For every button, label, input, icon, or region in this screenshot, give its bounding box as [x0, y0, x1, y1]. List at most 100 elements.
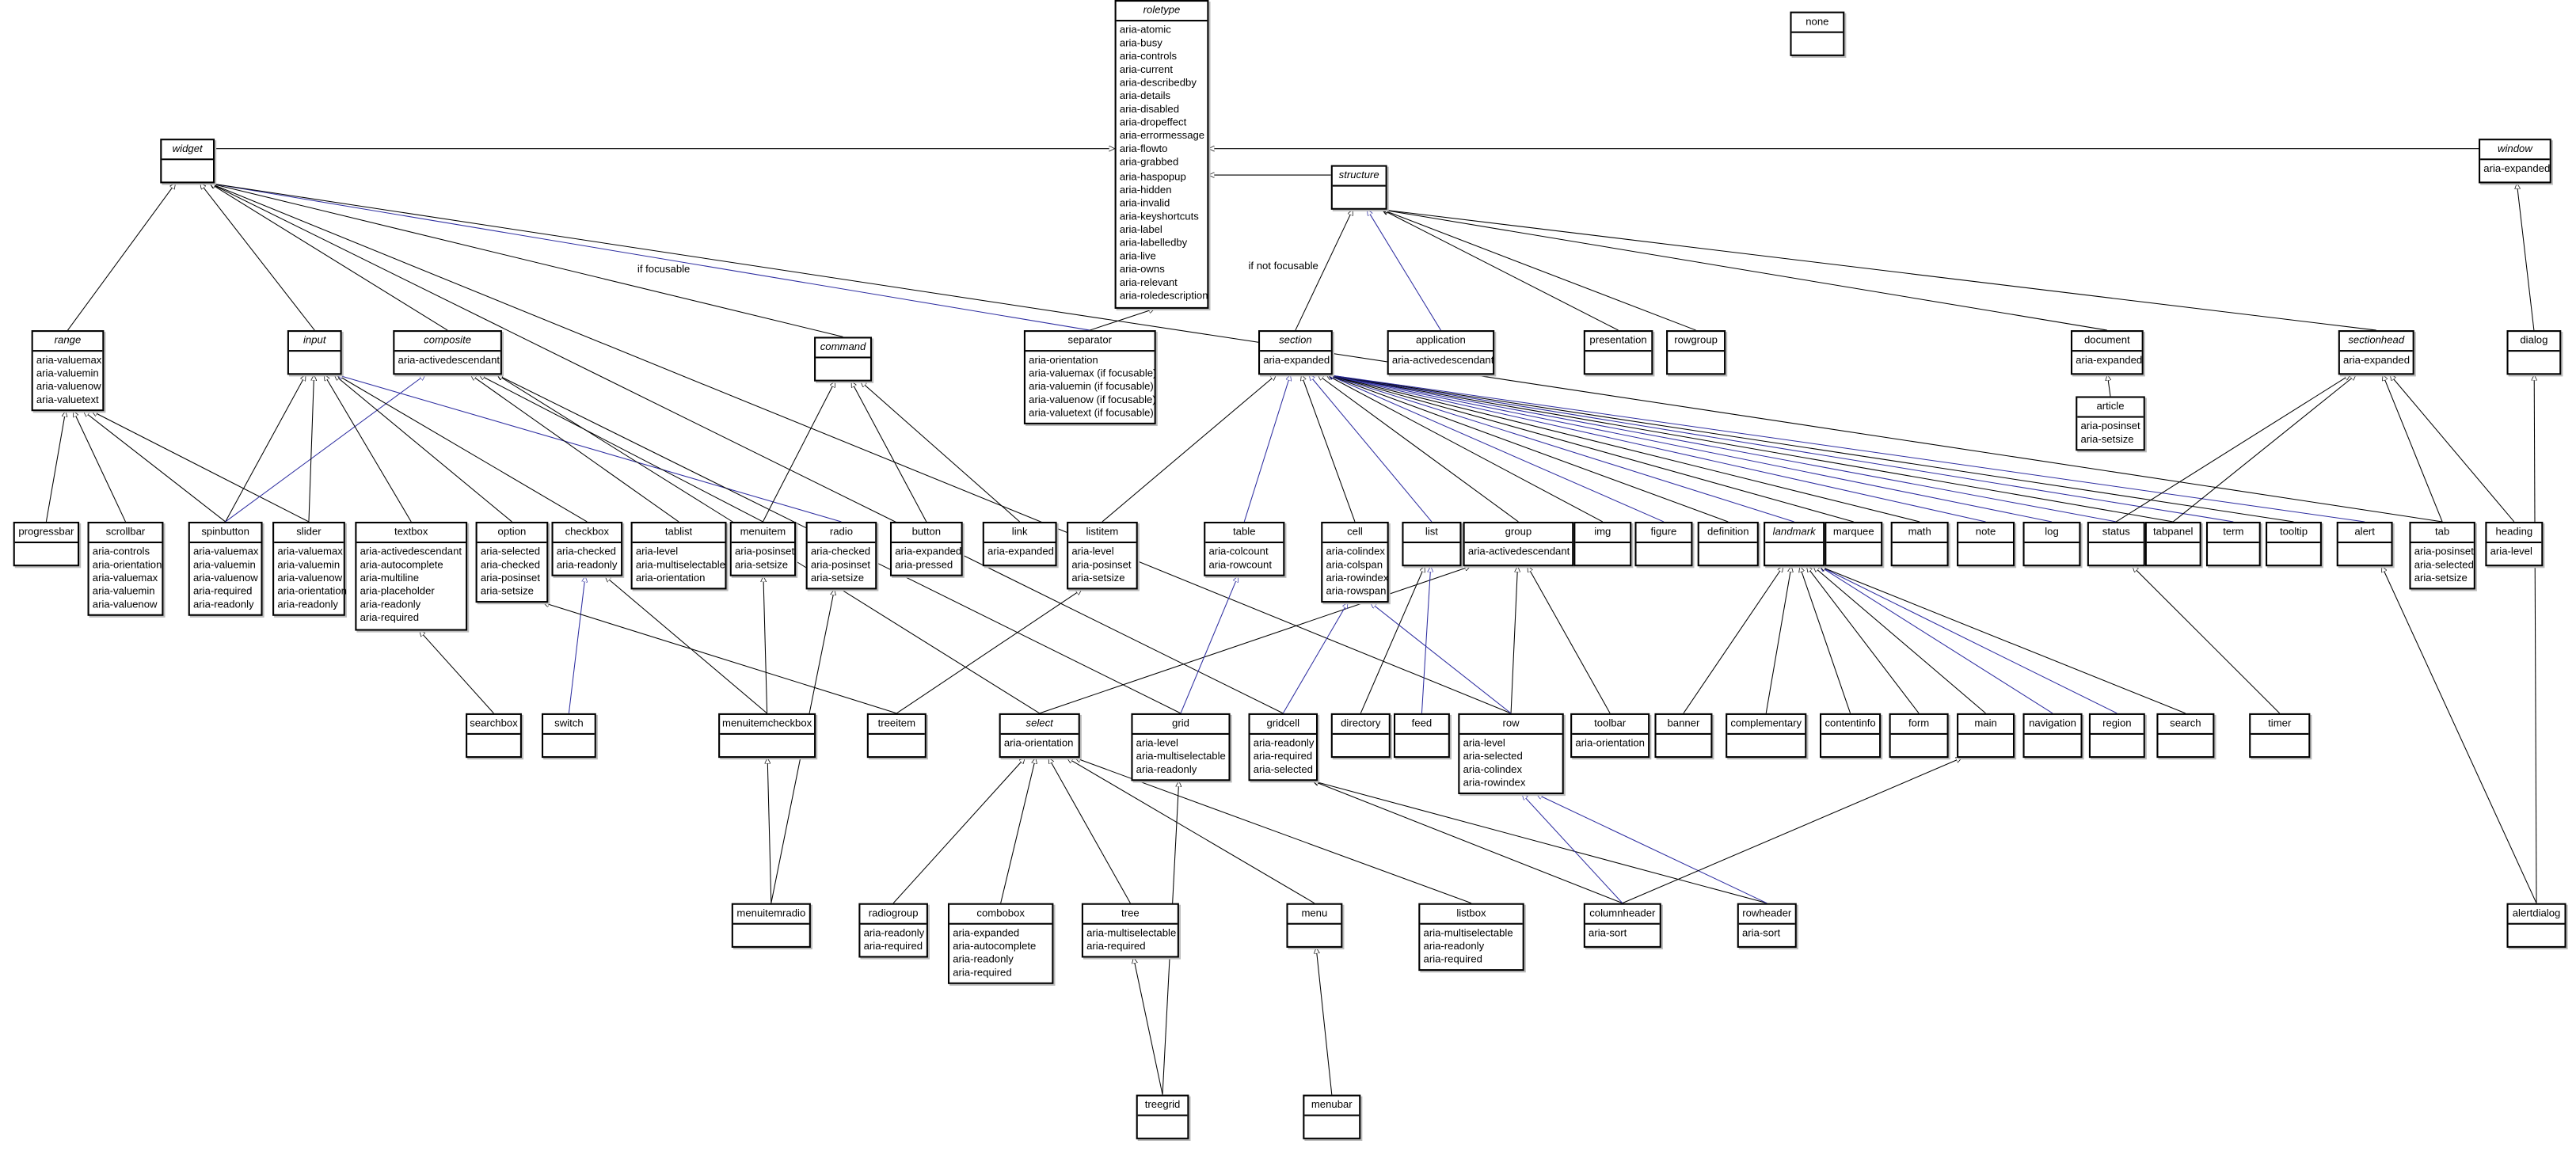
- role-attribute: aria-readonly: [277, 599, 338, 611]
- role-box-directory: directory: [1330, 713, 1391, 759]
- role-attribute: aria-posinset: [734, 546, 795, 557]
- role-attribute: aria-valuemin: [277, 559, 341, 571]
- role-box-menu: menu: [1286, 903, 1343, 948]
- generalization-edge-note-to-section: [1328, 375, 1986, 523]
- role-attribute: aria-valuetext (if focusable): [1029, 407, 1154, 420]
- generalization-edge-alertdialog-to-dialog: [2534, 375, 2536, 903]
- role-attribute: aria-expanded: [2343, 354, 2410, 366]
- role-attributes: [1891, 735, 1947, 756]
- generalization-edge-contentinfo-to-landmark: [1800, 566, 1851, 714]
- role-name: tabpanel: [2146, 523, 2200, 544]
- role-attributes: [1826, 543, 1881, 565]
- generalization-edge-marquee-to-section: [1328, 375, 1854, 523]
- generalization-edge-listbox-to-select: [1075, 758, 1472, 904]
- role-box-progressbar: progressbar: [13, 521, 80, 567]
- generalization-edge-menuitemcheckbox-to-checkbox: [605, 576, 767, 714]
- role-box-landmark: landmark: [1764, 521, 1825, 567]
- role-attribute: aria-hidden: [1119, 184, 1172, 196]
- role-attributes: [1404, 543, 1460, 565]
- role-attributes: aria-expanded: [2340, 352, 2413, 373]
- role-name: application: [1388, 332, 1493, 352]
- generalization-edge-rowheader-to-row: [1536, 794, 1767, 904]
- generalization-edge-menuitemradio-to-menuitemcheckbox: [767, 758, 772, 903]
- role-name: contentinfo: [1821, 715, 1880, 735]
- generalization-edge-row-to-group: [1510, 566, 1517, 713]
- generalization-edge-definition-to-section: [1328, 375, 1729, 523]
- role-name: switch: [543, 715, 595, 735]
- role-attribute: aria-readonly: [863, 926, 925, 939]
- role-name: dialog: [2508, 332, 2560, 352]
- role-attribute: aria-disabled: [1119, 104, 1180, 116]
- role-attributes: [2158, 735, 2213, 756]
- role-box-status: status: [2087, 521, 2145, 567]
- role-attribute: aria-valuenow: [277, 572, 343, 584]
- generalization-edge-tabpanel-to-section: [1328, 375, 2174, 523]
- role-attribute: aria-controls: [92, 546, 150, 557]
- role-attribute: aria-orientation: [92, 559, 162, 571]
- role-attribute: aria-valuemax: [277, 546, 343, 557]
- generalization-edge-input-to-widget: [200, 183, 315, 331]
- role-name: article: [2077, 398, 2144, 418]
- role-attribute: aria-readonly: [192, 599, 254, 611]
- role-attribute: aria-grabbed: [1119, 158, 1179, 169]
- generalization-edge-form-to-landmark: [1806, 566, 1920, 714]
- role-attribute: aria-expanded: [1263, 354, 1330, 366]
- role-attributes: [1792, 33, 1844, 55]
- role-name: tooltip: [2267, 523, 2320, 544]
- role-name: main: [1958, 715, 2013, 735]
- generalization-edge-menuitemcheckbox-to-menuitem: [763, 576, 768, 713]
- role-box-term: term: [2205, 521, 2261, 567]
- role-attribute: aria-selected: [1463, 750, 1523, 762]
- role-name: toolbar: [1572, 715, 1649, 735]
- role-attribute: aria-setsize: [810, 572, 865, 584]
- role-attribute: aria-level: [1463, 737, 1505, 749]
- role-attribute: aria-pressed: [895, 559, 953, 571]
- role-name: marquee: [1826, 523, 1882, 544]
- role-name: input: [288, 332, 341, 352]
- role-attributes: aria-orientation: [1572, 735, 1648, 756]
- generalization-edge-separator-to-roletype: [1090, 309, 1155, 331]
- role-name: listitem: [1068, 523, 1136, 544]
- role-name: composite: [394, 332, 500, 352]
- role-attribute: aria-autocomplete: [953, 940, 1037, 953]
- role-box-alertdialog: alertdialog: [2506, 903, 2566, 948]
- role-name: radiogroup: [860, 905, 927, 925]
- role-attribute: aria-checked: [556, 546, 616, 557]
- role-name: slider: [274, 523, 344, 544]
- role-attribute: aria-autocomplete: [360, 559, 443, 571]
- role-attributes: [1958, 543, 2013, 565]
- role-box-menuitemcheckbox: menuitemcheckbox: [718, 713, 816, 759]
- role-box-log: log: [2022, 521, 2081, 567]
- role-box-figure: figure: [1634, 521, 1693, 567]
- role-attribute: aria-rowspan: [1326, 585, 1387, 598]
- generalization-edge-tabpanel-to-sectionhead: [2172, 375, 2356, 523]
- role-attributes: [2025, 543, 2079, 565]
- role-box-tooltip: tooltip: [2266, 521, 2322, 567]
- generalization-edge-tablist-to-composite: [470, 375, 679, 523]
- generalization-edge-option-to-input: [334, 375, 512, 523]
- role-box-dialog: dialog: [2506, 330, 2562, 375]
- role-attributes: [2267, 543, 2320, 565]
- role-attribute: aria-sort: [1741, 926, 1781, 939]
- generalization-edge-img-to-section: [1326, 374, 1604, 523]
- role-attribute: aria-rowcount: [1208, 559, 1273, 571]
- role-box-feed: feed: [1393, 713, 1450, 759]
- role-attributes: aria-orientation: [1001, 735, 1079, 756]
- generalization-edge-banner-to-landmark: [1683, 566, 1783, 714]
- role-box-timer: timer: [2249, 713, 2311, 759]
- role-name: combobox: [949, 905, 1052, 925]
- generalization-edge-checkbox-to-input: [337, 374, 588, 523]
- role-name: row: [1459, 715, 1562, 735]
- role-attributes: [162, 160, 213, 181]
- role-attributes: aria-sort: [1739, 925, 1795, 946]
